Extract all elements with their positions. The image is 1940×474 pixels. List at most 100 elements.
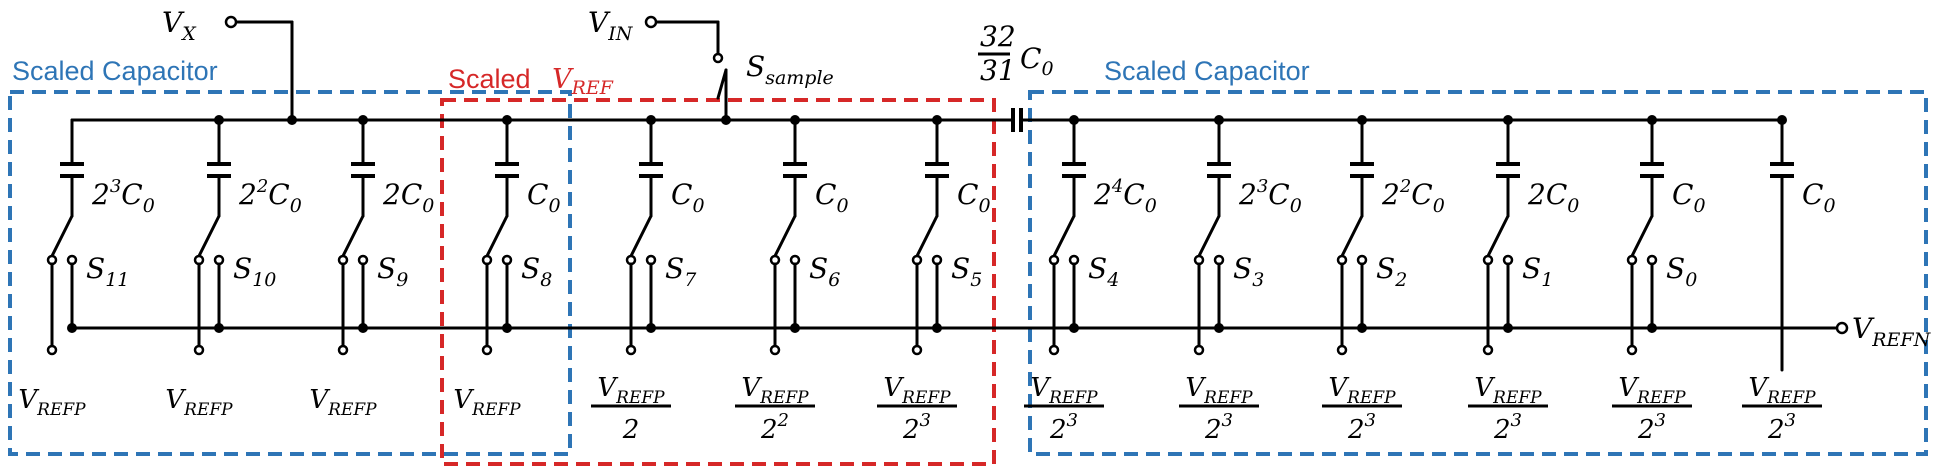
branch-0-switch-blade	[50, 214, 74, 258]
branch-0-switch-label: S11	[86, 252, 129, 291]
svg-text:32: 32	[980, 20, 1016, 53]
branch-10-top-junction	[1503, 115, 1513, 125]
branch-11-switch-blade	[1630, 214, 1654, 258]
branch-6-cap-label: C0	[957, 178, 991, 217]
branch-4-top-junction	[646, 115, 656, 125]
branch-8-ref-numerator: VREFP	[1185, 373, 1253, 408]
vrefn-terminal	[1835, 321, 1849, 335]
branch-9-ref-denominator: 23	[1347, 410, 1376, 445]
branch-0-vrefp-terminal	[46, 344, 58, 356]
branch-1-switch-blade	[197, 214, 221, 258]
branch-10-vrefn-junction	[1503, 323, 1513, 333]
branch-5-cap-label: C0	[815, 178, 849, 217]
branch-1-vrefp-terminal	[193, 344, 205, 356]
branch-10-ref-denominator: 23	[1493, 410, 1522, 445]
branch-9-switch-blade	[1340, 214, 1364, 258]
branch-4-cap-label: C0	[671, 178, 705, 217]
bridge-cap-label: 32 31 C0	[978, 20, 1054, 87]
branch-6-ref-numerator: VREFP	[883, 373, 951, 408]
branch-7-top-junction	[1069, 115, 1079, 125]
branch-6-top-junction	[932, 115, 942, 125]
scaled-vref-label: Scaled VREF	[448, 64, 614, 99]
scaled-capacitor-box-left	[8, 90, 572, 456]
branch-5-ref-numerator: VREFP	[741, 373, 809, 408]
branch-1-switch-label: S10	[233, 252, 276, 291]
svg-text:C0: C0	[1020, 42, 1054, 80]
branch-2-vrefn-junction	[358, 323, 368, 333]
branch-8-switch-label: S3	[1233, 252, 1264, 291]
branch-12-cap-label: C0	[1802, 178, 1836, 217]
branch-4-vrefn-junction	[646, 323, 656, 333]
vx-junction	[287, 115, 297, 125]
branch-8-ref-denominator: 23	[1204, 410, 1233, 445]
sample-junction	[721, 115, 731, 125]
branch-11-ref-denominator: 23	[1637, 410, 1666, 445]
branch-1-ref-label: VREFP	[165, 385, 233, 420]
branch-12-ref-denominator: 23	[1767, 410, 1796, 445]
branch-12-ref-numerator: VREFP	[1748, 373, 1816, 408]
branch-0-vrefn-junction	[67, 323, 77, 333]
vin-label: VIN	[588, 6, 634, 45]
branch-5-ref-denominator: 22	[760, 410, 789, 445]
branch-1-vrefn-junction	[214, 323, 224, 333]
vx-terminal	[224, 15, 238, 29]
branch-2-cap-label: 2C0	[382, 178, 434, 217]
branch-3-vrefp-terminal	[481, 344, 493, 356]
branch-4-ref-denominator: 2	[622, 415, 640, 445]
branch-10-switch-blade	[1486, 214, 1510, 258]
branch-4-ref-numerator: VREFP	[597, 373, 665, 408]
branch-0-cap-label: 23C0	[91, 176, 155, 217]
scaled-capacitor-label-left: Scaled Capacitor	[12, 56, 218, 86]
branch-6-switch-blade	[915, 214, 939, 258]
branch-9-switch-label: S2	[1376, 252, 1407, 291]
branch-10-switch-label: S1	[1522, 252, 1553, 291]
branch-7-switch-label: S4	[1088, 252, 1119, 291]
branch-3-switch-blade	[485, 214, 509, 258]
branch-8-switch-blade	[1197, 214, 1221, 258]
vrefn-label: VREFN	[1852, 312, 1932, 351]
branch-11-vrefn-junction	[1647, 323, 1657, 333]
branch-9-vrefn-junction	[1357, 323, 1367, 333]
scaled-vref-box	[440, 98, 996, 466]
branch-11-cap-label: C0	[1672, 178, 1706, 217]
branch-6-vrefn-junction	[932, 323, 942, 333]
branch-9-top-junction	[1357, 115, 1367, 125]
branch-11-top-junction	[1647, 115, 1657, 125]
branch-6-ref-denominator: 23	[902, 410, 931, 445]
branch-2-switch-label: S9	[377, 252, 408, 291]
branch-7-cap-label: 24C0	[1093, 176, 1157, 217]
branch-4-vrefp-terminal	[625, 344, 637, 356]
branch-0-ref-label: VREFP	[18, 385, 86, 420]
branch-7-vrefn-junction	[1069, 323, 1079, 333]
branch-11-vrefp-terminal	[1626, 344, 1638, 356]
branch-2-switch-blade	[341, 214, 365, 258]
branch-4-switch-blade	[629, 214, 653, 258]
branch-11-ref-numerator: VREFP	[1618, 373, 1686, 408]
branch-6-vrefp-terminal	[911, 344, 923, 356]
branch-9-vrefp-terminal	[1336, 344, 1348, 356]
branch-10-vrefp-terminal	[1482, 344, 1494, 356]
branch-8-vrefn-junction	[1214, 323, 1224, 333]
branch-1-top-junction	[214, 115, 224, 125]
branch-5-switch-label: S6	[809, 252, 840, 291]
vin-terminal	[644, 15, 658, 29]
branch-8-cap-label: 23C0	[1238, 176, 1302, 217]
branch-3-vrefn-junction	[502, 323, 512, 333]
branch-12-top-junction	[1777, 115, 1787, 125]
branch-5-vrefn-junction	[790, 323, 800, 333]
branch-4-switch-label: S7	[665, 252, 697, 291]
branch-7-ref-denominator: 23	[1049, 410, 1078, 445]
branch-3-top-junction	[502, 115, 512, 125]
branch-10-ref-numerator: VREFP	[1474, 373, 1542, 408]
branch-10-cap-label: 2C0	[1527, 178, 1579, 217]
capacitor-branches: 23C0S11VREFP22C0S10VREFP2C0S9VREFPC0S8VR…	[18, 115, 1836, 445]
scaled-capacitor-box-right	[1028, 90, 1928, 456]
branch-3-ref-label: VREFP	[453, 385, 521, 420]
branch-6-switch-label: S5	[951, 252, 982, 291]
branch-5-vrefp-terminal	[769, 344, 781, 356]
branch-9-ref-numerator: VREFP	[1328, 373, 1396, 408]
branch-8-top-junction	[1214, 115, 1224, 125]
branch-9-cap-label: 22C0	[1381, 176, 1445, 217]
branch-7-switch-blade	[1052, 214, 1076, 258]
